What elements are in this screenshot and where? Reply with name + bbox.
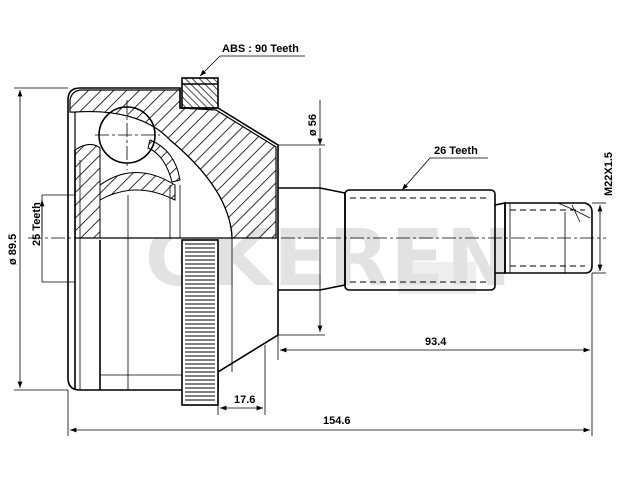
dim-seal-diameter: ø 56 [307,114,319,136]
threaded-section [504,202,593,274]
abs-ring [181,77,219,406]
outer-bell-housing [67,87,279,391]
dim-shaft-length: 93.4 [425,336,447,348]
dim-thread: M22X1.5 [603,152,615,196]
splined-section [344,189,496,291]
dim-abs-offset: 17.6 [234,394,255,406]
dim-total-length: 154.6 [323,415,351,427]
callouts: ABS : 90 Teeth 26 Teeth [199,43,488,191]
stub-shaft [278,187,593,291]
abs-ring-teeth [185,243,215,401]
callout-abs-teeth: ABS : 90 Teeth [222,43,299,55]
callout-shaft-teeth: 26 Teeth [434,145,478,157]
watermark-chinese-logo [398,262,476,294]
dim-inner-teeth: 25 Teeth [31,202,43,246]
dimensions: ø 89.5 25 Teeth ø 56 M22X1.5 93.4 17.6 1… [7,87,615,436]
dim-outer-diameter: ø 89.5 [7,234,19,265]
